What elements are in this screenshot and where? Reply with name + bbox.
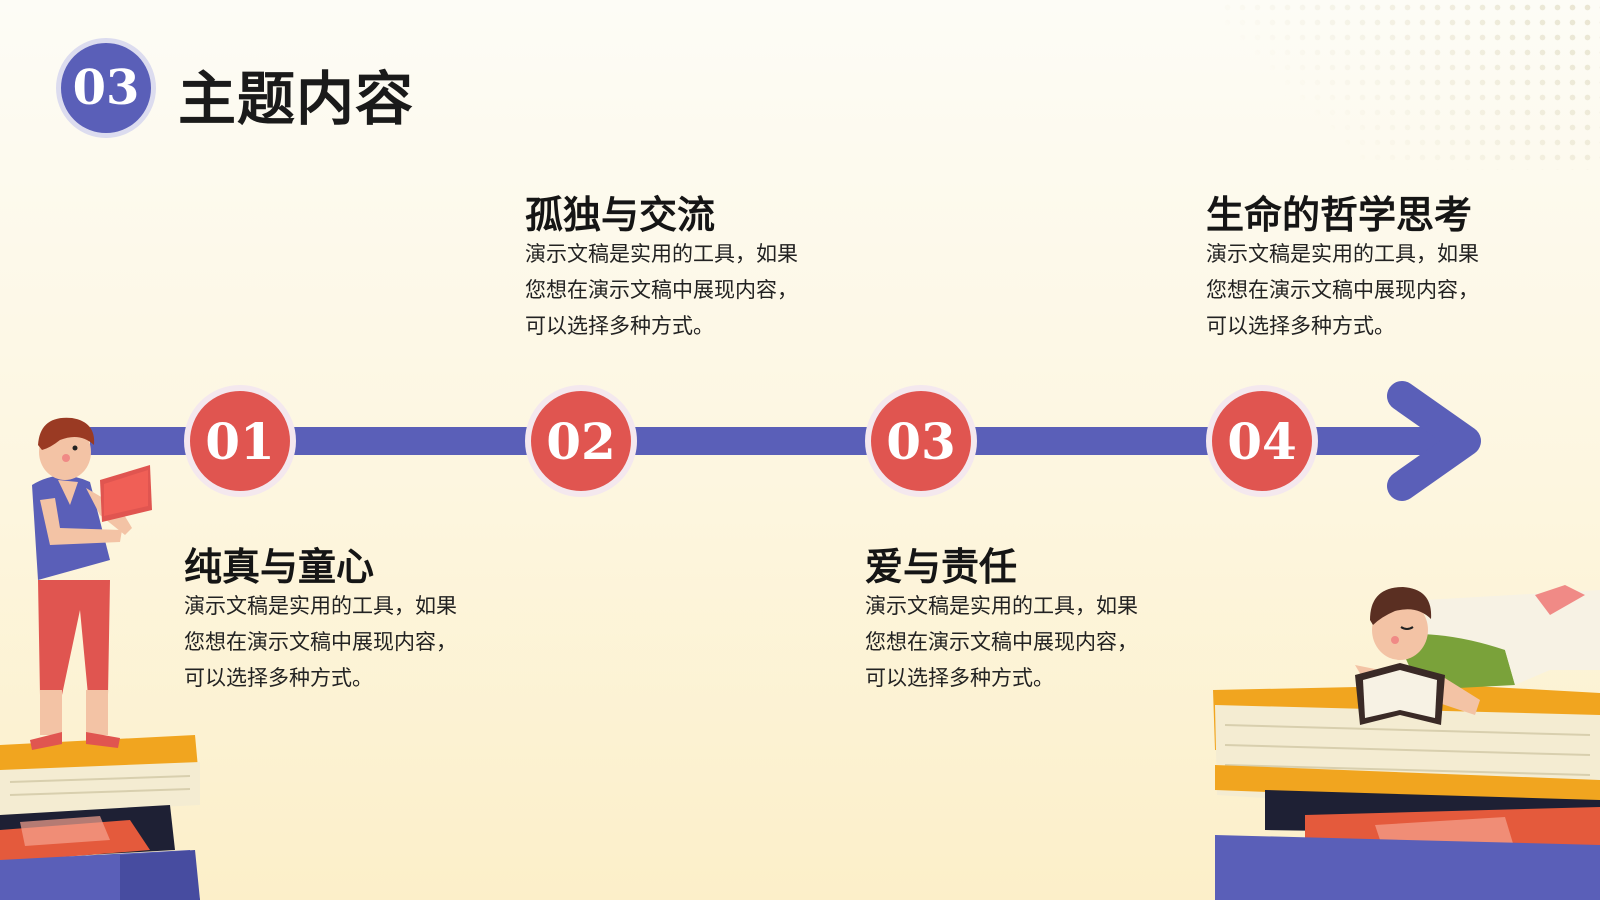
step-circle-1: 01 [184,385,296,497]
step-title-2: 孤独与交流 [525,192,716,237]
boy-reading-lying-illustration [1213,585,1600,900]
halftone-dot-pattern [1220,0,1600,170]
step-desc-2: 演示文稿是实用的工具，如果您想在演示文稿中展现内容，可以选择多种方式。 [525,242,798,338]
step-title-1: 纯真与童心 [184,544,375,589]
page-title: 主题内容 [178,65,415,133]
step-title-3: 爱与责任 [865,544,1018,589]
section-number-badge: 03 [56,38,156,138]
step-circle-4: 04 [1206,385,1318,497]
step-circle-2: 02 [525,385,637,497]
step-desc-1: 演示文稿是实用的工具，如果您想在演示文稿中展现内容，可以选择多种方式。 [184,594,457,690]
step-desc-4: 演示文稿是实用的工具，如果您想在演示文稿中展现内容，可以选择多种方式。 [1206,242,1479,338]
step-desc-3: 演示文稿是实用的工具，如果您想在演示文稿中展现内容，可以选择多种方式。 [865,594,1138,690]
arrow-head-icon [1387,381,1481,501]
step-title-4: 生命的哲学思考 [1206,192,1473,237]
boy-reading-standing-illustration [0,417,200,900]
step-circle-3: 03 [865,385,977,497]
